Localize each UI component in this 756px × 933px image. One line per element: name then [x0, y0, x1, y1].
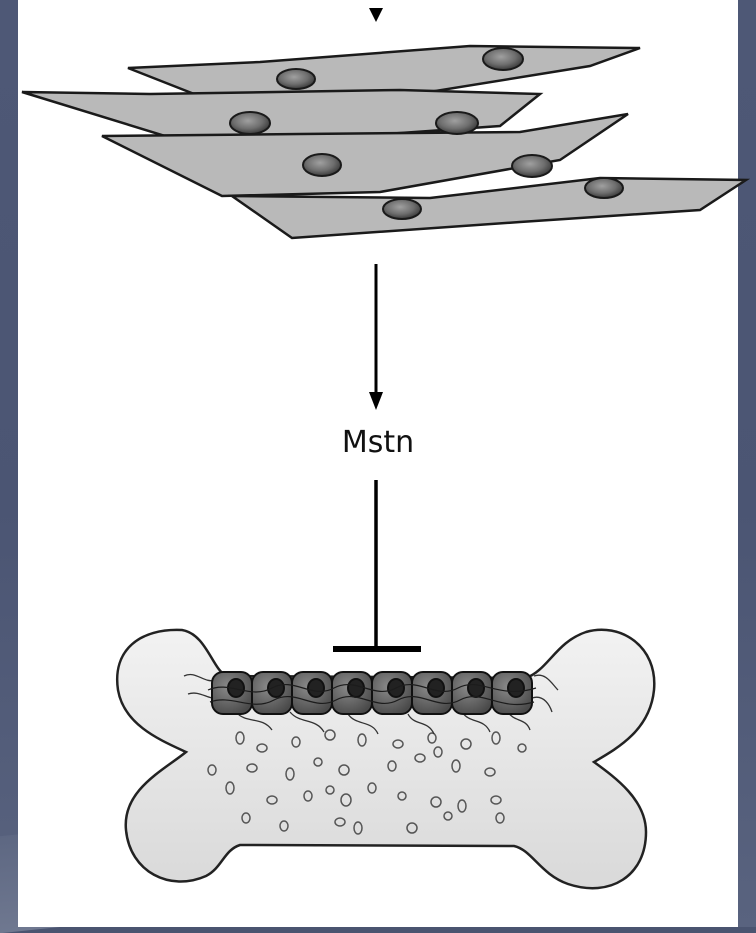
osteoblast-8: [492, 672, 532, 714]
secretion-arrow: [369, 264, 383, 410]
osteoblast-6: [412, 672, 452, 714]
osteoblast-3: [292, 672, 332, 714]
incoming-arrowhead: [369, 8, 383, 22]
nucleus-2: [483, 48, 523, 70]
osteoblasts: [212, 672, 532, 714]
osteoblast-7: [452, 672, 492, 714]
osteoblast-2: [252, 672, 292, 714]
nucleus-5: [303, 154, 341, 176]
nucleus-6: [512, 155, 552, 177]
osteoblast-1: [212, 672, 252, 714]
osteoblast-4: [332, 672, 372, 714]
bone: [117, 630, 654, 888]
nucleus-3: [230, 112, 270, 134]
nucleus-7: [585, 178, 623, 198]
mstn-label: Mstn: [330, 425, 426, 460]
osteoblast-5: [372, 672, 412, 714]
nucleus-8: [383, 199, 421, 219]
inhibition-bar: [333, 480, 421, 649]
nucleus-4: [436, 112, 478, 134]
nucleus-1: [277, 69, 315, 89]
